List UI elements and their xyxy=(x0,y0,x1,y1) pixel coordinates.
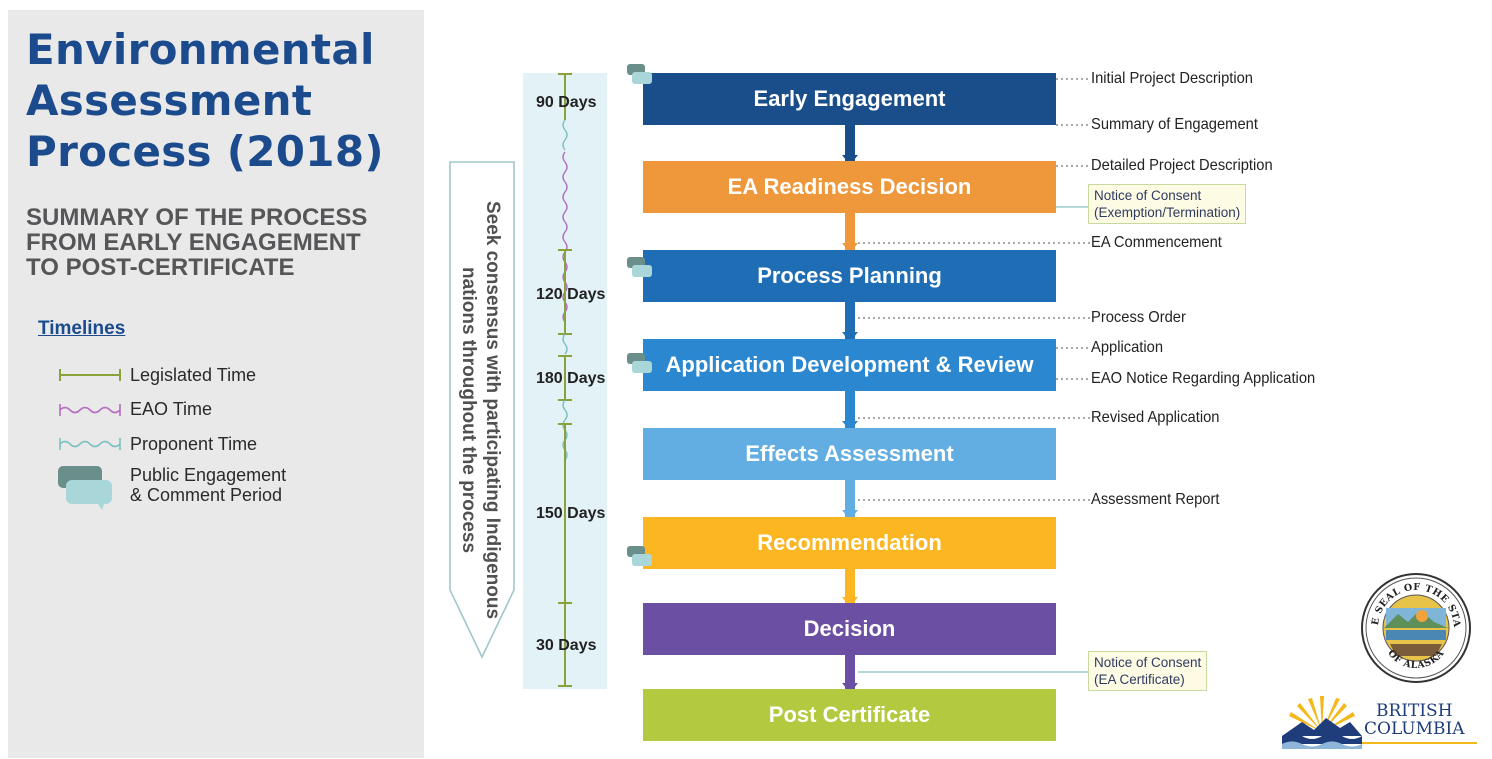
title-line-2: Assessment xyxy=(26,76,313,125)
proponent-time-wavy-line-icon xyxy=(59,438,121,450)
outcome-detailed-project-description: Detailed Project Description xyxy=(1091,157,1273,174)
stage-recommendation: Recommendation xyxy=(643,517,1056,569)
speech-bubbles-icon xyxy=(627,353,652,373)
alaska-state-seal: THE SEAL OF THE STATE OF ALASKA xyxy=(1360,572,1471,683)
stage-ea-readiness-decision: EA Readiness Decision xyxy=(643,161,1056,213)
subtitle-line-3: TO POST-CERTIFICATE xyxy=(26,254,295,281)
consensus-arrow xyxy=(449,161,515,659)
bc-sun-mountains-logo xyxy=(1282,696,1362,749)
stage-decision: Decision xyxy=(643,603,1056,655)
timelines-heading: Timelines xyxy=(38,318,126,339)
notice-consent-certificate: Notice of Consent (EA Certificate) xyxy=(1088,651,1208,691)
proponent-time-segment xyxy=(562,119,568,151)
duration-30-days: 30 Days xyxy=(536,637,597,654)
stage-post-certificate: Post Certificate xyxy=(643,689,1056,741)
outcome-revised-application: Revised Application xyxy=(1091,409,1220,426)
stage-process-planning: Process Planning xyxy=(643,250,1056,302)
duration-90-days: 90 Days xyxy=(536,94,597,111)
outcome-summary-of-engagement: Summary of Engagement xyxy=(1091,116,1258,133)
legend-label-proponent: Proponent Time xyxy=(130,434,258,454)
bc-wordmark: BRITISH COLUMBIA xyxy=(1364,701,1465,739)
outcome-application: Application xyxy=(1091,339,1164,356)
title-line-1: Environmental xyxy=(26,25,375,74)
legislated-time-line-icon xyxy=(59,369,121,381)
outcome-eao-notice: EAO Notice Regarding Application xyxy=(1091,370,1316,387)
speech-bubbles-icon xyxy=(627,64,652,84)
eao-time-wavy-line-icon xyxy=(59,404,121,416)
subtitle-line-1: SUMMARY OF THE PROCESS xyxy=(26,204,368,231)
legend-label-eao: EAO Time xyxy=(130,399,213,419)
legend-label-legislated: Legislated Time xyxy=(130,365,257,385)
speech-bubbles-icon xyxy=(627,257,652,277)
outcome-assessment-report: Assessment Report xyxy=(1091,491,1220,508)
page-title: Environmental Assessment Process (2018) xyxy=(26,24,384,177)
page-subtitle: SUMMARY OF THE PROCESS FROM EARLY ENGAGE… xyxy=(26,205,367,280)
legend-label-public-engagement: Public Engagement & Comment Period xyxy=(130,465,287,505)
outcome-initial-project-description: Initial Project Description xyxy=(1091,70,1253,87)
speech-bubbles-icon xyxy=(58,466,112,510)
stage-early-engagement: Early Engagement xyxy=(643,73,1056,125)
stage-effects-assessment: Effects Assessment xyxy=(643,428,1056,480)
notice-consent-exemption: Notice of Consent (Exemption/Termination… xyxy=(1088,184,1247,224)
outcome-ea-commencement: EA Commencement xyxy=(1091,234,1222,251)
title-line-3: Process (2018) xyxy=(26,127,384,176)
outcome-process-order: Process Order xyxy=(1091,309,1186,326)
duration-150-days: 150 Days xyxy=(536,505,606,522)
stage-application-development-review: Application Development & Review xyxy=(643,339,1056,391)
duration-120-days: 120 Days xyxy=(536,286,606,303)
timeline-scale xyxy=(558,73,572,687)
speech-bubbles-icon xyxy=(627,546,652,566)
subtitle-line-2: FROM EARLY ENGAGEMENT xyxy=(26,229,361,256)
duration-180-days: 180 Days xyxy=(536,370,606,387)
legend-panel xyxy=(8,10,424,758)
bc-wordmark-underline xyxy=(1362,742,1477,744)
